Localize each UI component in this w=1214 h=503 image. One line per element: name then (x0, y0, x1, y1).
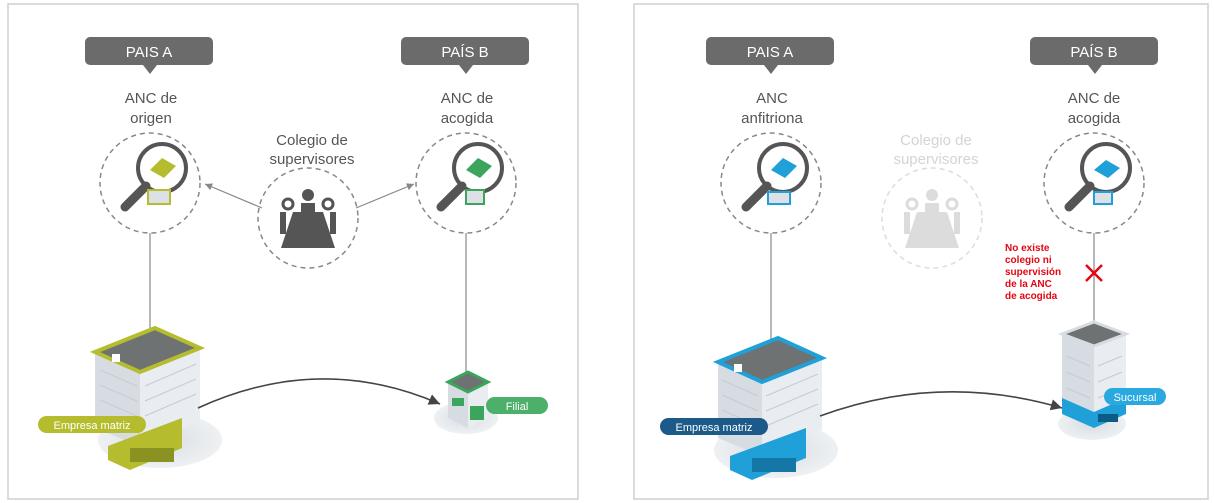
college-label-line2: supervisores (269, 151, 354, 168)
magnifier-icon (741, 142, 809, 212)
authority-b-circle (415, 132, 517, 234)
country-label: PAÍS B (441, 44, 488, 61)
company-badge: Empresa matriz (38, 416, 146, 433)
close-icon (1085, 264, 1103, 282)
branch-building (1057, 320, 1131, 428)
warning-line: No existe (1005, 243, 1050, 254)
ownership-arrow (197, 378, 441, 409)
college-label-line2: supervisores (893, 151, 978, 168)
magnifier-icon (120, 142, 188, 212)
country-label: PAÍS B (1070, 44, 1117, 61)
warning-line: de acogida (1005, 291, 1058, 302)
subsidiary-building (444, 370, 492, 428)
authority-label-line2: acogida (1068, 110, 1121, 127)
company-badge-label: Empresa matriz (675, 422, 752, 434)
authority-label-line1: ANC (756, 90, 788, 107)
magnifier-icon (1064, 142, 1132, 212)
college-circle (257, 167, 359, 269)
company-badge: Sucursal (1104, 388, 1166, 405)
college-circle (881, 167, 983, 269)
panel-1: PAIS A PAÍS B ANC de origen ANC de acogi… (7, 3, 579, 500)
authority-a-circle (99, 132, 201, 234)
authority-label-line1: ANC de (441, 90, 494, 107)
company-badge-label: Filial (506, 401, 529, 413)
warning-line: de la ANC (1005, 279, 1052, 290)
authority-label-line1: ANC de (1068, 90, 1121, 107)
college-label-line1: Colegio de (900, 132, 972, 149)
country-label: PAIS A (126, 44, 172, 61)
connector-arrow (204, 183, 263, 209)
country-tag-a: PAIS A (85, 37, 213, 74)
country-tag-b: PAÍS B (1030, 37, 1158, 74)
panel-2: PAIS A PAÍS B ANC anfitriona ANC de acog… (633, 3, 1209, 500)
magnifier-icon (436, 142, 504, 212)
warning-line: colegio ni (1005, 255, 1052, 266)
authority-label-line2: origen (130, 110, 172, 127)
country-tag-b: PAÍS B (401, 37, 529, 74)
authority-a-circle (720, 132, 822, 234)
company-badge: Filial (486, 397, 548, 414)
company-badge: Empresa matriz (660, 418, 768, 435)
authority-label-line2: anfitriona (741, 110, 803, 127)
country-label: PAIS A (747, 44, 793, 61)
meeting-icon (280, 189, 336, 248)
college-label-line1: Colegio de (276, 132, 348, 149)
authority-label-line2: acogida (441, 110, 494, 127)
warning-line: supervisión (1005, 267, 1061, 278)
ownership-arrow (819, 391, 1063, 417)
country-tag-a: PAIS A (706, 37, 834, 74)
meeting-icon (904, 189, 960, 248)
company-badge-label: Sucursal (1114, 392, 1157, 404)
connector-arrow (355, 183, 415, 209)
warning-text: No existe colegio ni supervisión de la A… (1005, 243, 1061, 302)
authority-b-circle (1043, 132, 1145, 234)
authority-label-line1: ANC de (125, 90, 178, 107)
company-badge-label: Empresa matriz (53, 420, 130, 432)
